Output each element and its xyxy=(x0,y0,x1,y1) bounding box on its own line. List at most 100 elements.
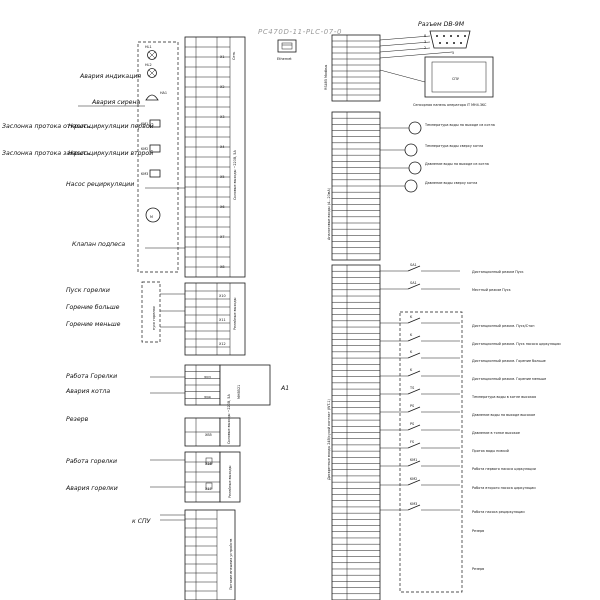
right-label-3: Давление воды сверху котла xyxy=(425,181,477,185)
right-label-1: Температура воды сверху котла xyxy=(424,144,483,148)
switch-contact xyxy=(407,442,421,449)
left-label-2: Заслонка протока открыть xyxy=(2,123,91,130)
bottom-power-rows xyxy=(185,518,217,592)
right-label-7: Дистанционный режим. Пуск насоса циркуля… xyxy=(472,342,561,346)
terminal-x8: X8 xyxy=(220,265,224,269)
ethernet-label: Ethernet xyxy=(277,57,292,61)
left-label-6: Насос рециркуляции xyxy=(66,181,134,188)
right-label-17: Резерв xyxy=(472,529,484,533)
left-device-frame xyxy=(137,41,179,273)
coil-km3: KM3 xyxy=(141,169,161,178)
lamp-hl1: HL1 xyxy=(145,45,157,60)
xb5-rows: XB5 xyxy=(185,431,220,437)
spu-wire-label: к СПУ xyxy=(132,518,152,525)
lamp-hl2: HL2 xyxy=(145,63,157,78)
terminal-x3: X3 xyxy=(220,115,224,119)
db9-pin-5: 5 xyxy=(452,51,454,55)
switch-tag-2: K xyxy=(410,315,413,319)
terminal-x11: X11 xyxy=(219,318,226,322)
section-power: Сеть xyxy=(232,52,236,60)
switch-contact xyxy=(407,388,421,395)
left-label-15: Авария горелки xyxy=(65,485,118,492)
switch-contact xyxy=(407,265,421,272)
right-label-15: Работа второго насоса циркуляции xyxy=(472,486,536,490)
section-block-k1: Силовые выходы ~220В, 5А xyxy=(227,394,231,444)
switch-contact xyxy=(407,460,421,467)
module-a1-tag: A1 xyxy=(280,385,289,392)
db9-pin-8: 8 xyxy=(424,34,426,38)
right-label-10: Температура воды в котле высокая xyxy=(471,395,536,399)
switch-tag-0: SA1 xyxy=(410,263,417,267)
start-block-label: пуск горелки xyxy=(152,306,156,330)
switch-tag-11: KM2 xyxy=(410,477,417,481)
km3-tag: KM3 xyxy=(141,172,148,176)
left-label-11: Работа Горелки xyxy=(66,372,117,380)
switch-tag-10: KM1 xyxy=(410,458,417,462)
rs485-strip: RS485 Modbus xyxy=(324,34,381,102)
switch-tag-4: K xyxy=(410,350,413,354)
right-label-group: Температура воды на выходе из котлаТемпе… xyxy=(424,123,561,571)
motor-tag: M xyxy=(150,215,153,219)
right-label-12: Давление в топке высокое xyxy=(472,431,520,435)
relay-block xyxy=(184,451,241,503)
terminal-x7: X7 xyxy=(220,235,224,239)
terminal-x1: X1 xyxy=(220,55,224,59)
switch-contact xyxy=(407,335,421,342)
right-label-4: Дистанционный режим Пуск xyxy=(472,270,524,274)
spu-label: СПУ xyxy=(452,77,460,81)
terminal-xb5: XB5 xyxy=(205,433,212,437)
terminal-x5: X5 xyxy=(220,175,224,179)
spu-panel: СПУ Сенсорная панель оператора IT MH4.3K… xyxy=(379,56,494,107)
switch-tag-12: KM3 xyxy=(410,502,417,506)
motor-valve: M xyxy=(145,207,161,223)
db9-connector: Разъем DB-9M 8 3 2 5 xyxy=(379,21,471,59)
terminal-x4: X4 xyxy=(220,145,224,149)
terminal-x2: X2 xyxy=(220,85,224,89)
hl1-tag: HL1 xyxy=(145,45,152,49)
switch-contact xyxy=(407,424,421,431)
hl2-tag: HL2 xyxy=(145,63,152,67)
switch-tag-9: FS xyxy=(410,440,414,444)
relay-contact xyxy=(205,457,213,465)
switch-tag-7: PS xyxy=(410,404,414,408)
analog-rows xyxy=(332,117,380,255)
section-analog-in: Аналоговые входы (4...20мА) xyxy=(327,187,331,240)
terminal-xb4: XB4 xyxy=(204,395,211,399)
ethernet-port: Ethernet xyxy=(277,39,297,61)
left-label-8: Пуск горелки xyxy=(66,287,110,294)
left-label-14: Работа горелки xyxy=(66,457,117,465)
discrete-rows xyxy=(332,270,380,595)
section-relay-out2: Релейные выходы xyxy=(233,297,237,330)
terminal-x6: X6 xyxy=(220,205,224,209)
right-label-18: Резерв xyxy=(472,567,484,571)
right-label-0: Температура воды на выходе из котла xyxy=(424,123,495,127)
right-label-6: Дистанционный режим. Пуск/Стоп xyxy=(472,324,534,328)
switch-contact xyxy=(407,370,421,377)
relay-contact xyxy=(205,482,213,490)
section-block-out: Релейные выходы xyxy=(228,465,232,498)
switch-contact xyxy=(407,479,421,486)
section-discrete-in: Дискретные входы 24В/сухой контакт (WT-1… xyxy=(327,398,331,480)
terminal-x10: X10 xyxy=(219,294,226,298)
section-relay-out: Силовые выходы ~220В, 5А xyxy=(233,150,237,200)
left-label-3: Насос циркуляции первой xyxy=(68,123,154,130)
left-label-5: Насос циркуляции второй xyxy=(68,150,153,157)
switch-tag-5: K xyxy=(410,368,413,372)
start-block-frame xyxy=(141,281,161,343)
ha1-tag: HA1 xyxy=(160,91,167,95)
switch-tag-8: PS xyxy=(410,422,414,426)
right-label-13: Проток воды низкий xyxy=(472,449,509,453)
switch-contact xyxy=(407,317,421,324)
right-label-9: Дистанционный режим. Горение меньше xyxy=(472,377,546,381)
switch-contact xyxy=(407,283,421,290)
switch-contact xyxy=(407,406,421,413)
km2-tag: KM2 xyxy=(141,147,148,151)
terminal-xb3: XB3 xyxy=(204,375,211,379)
switch-contact xyxy=(407,504,421,511)
switch-tag-3: K xyxy=(410,333,413,337)
